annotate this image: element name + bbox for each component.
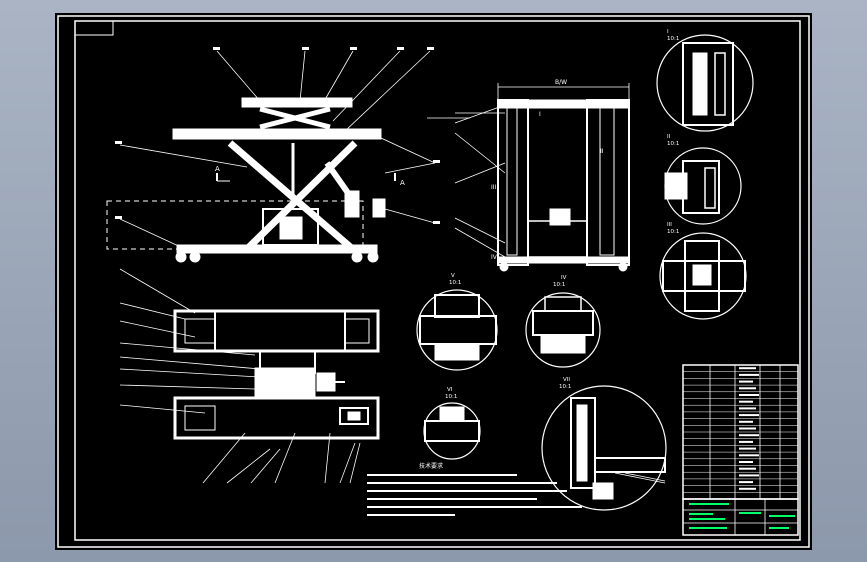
leader-lines-main: [119, 50, 470, 250]
leader-lines-plan: [119, 268, 361, 484]
parts-row-text: [739, 414, 759, 417]
cad-drawing: A A: [57, 15, 810, 548]
title-block: [682, 498, 799, 536]
detail-view-7: [541, 385, 667, 511]
parts-row-text: [739, 434, 759, 437]
detail-5-scale: 10:1: [449, 280, 461, 286]
inner-border: [74, 20, 801, 541]
corner-stamp: [74, 20, 114, 36]
roman-mark-2: II: [600, 148, 604, 155]
detail-4-id: IV: [561, 275, 567, 281]
section-mark-a-bottom: A: [400, 179, 405, 187]
drawing-sheet: A A: [55, 13, 812, 550]
detail-4-scale: 10:1: [553, 282, 565, 288]
detail-view-4: [525, 292, 601, 368]
detail-2-scale: 10:1: [667, 141, 679, 147]
parts-row-text: [739, 447, 756, 450]
tech-requirements-lines: [367, 474, 582, 516]
parts-row-text: [739, 467, 756, 470]
detail-view-2: [664, 147, 742, 225]
detail-3-scale: 10:1: [667, 229, 679, 235]
parts-row-text: [739, 407, 756, 410]
detail-5-id: V: [451, 273, 455, 279]
title-block-green-text: [689, 503, 795, 529]
detail-1-id: I: [667, 29, 669, 35]
detail-6-id: VI: [447, 387, 453, 393]
parts-row-text: [739, 427, 756, 430]
section-mark-a-top: A: [215, 165, 220, 173]
plan-view-lower: [173, 396, 380, 440]
detail-1-scale: 10:1: [667, 36, 679, 42]
detail-6-scale: 10:1: [445, 394, 457, 400]
detail-view-1: [656, 34, 754, 132]
parts-row-text: [739, 394, 759, 396]
parts-row-text: [739, 440, 753, 443]
side-view-frame: [454, 83, 630, 272]
parts-row-text: [739, 474, 759, 477]
parts-row-text: [739, 487, 756, 490]
front-view-scissor-lift: [106, 97, 396, 263]
outer-border: [57, 15, 810, 548]
parts-row-text: [739, 387, 756, 390]
tech-requirements-title: 技术要求: [419, 462, 443, 470]
parts-row-text: [739, 454, 759, 457]
parts-row-text: [739, 481, 753, 484]
parts-row-text: [739, 420, 753, 423]
detail-2-id: II: [667, 134, 671, 140]
detail-view-5: [416, 289, 498, 371]
plan-view-upper: [173, 309, 380, 353]
parts-row-text: [739, 367, 756, 370]
balloon-marks-main: [115, 47, 440, 224]
detail-view-6: [423, 402, 481, 460]
section-view-label: A—A: [260, 382, 275, 389]
motor-assembly: [254, 350, 345, 397]
roman-mark-4: IV: [491, 254, 498, 261]
detail-7-id: VII: [563, 377, 570, 383]
parts-row-text: [739, 461, 753, 463]
parts-list-rows: [683, 367, 798, 493]
parts-row-text: [739, 400, 753, 403]
parts-row-text: [739, 373, 759, 376]
detail-3-id: III: [667, 222, 672, 228]
parts-row-text: [739, 380, 753, 383]
detail-view-3: [659, 232, 747, 320]
roman-mark-1: I: [539, 111, 541, 118]
roman-mark-3: III: [491, 184, 497, 191]
side-dimension: B/W: [555, 79, 567, 86]
detail-7-scale: 10:1: [559, 384, 571, 390]
